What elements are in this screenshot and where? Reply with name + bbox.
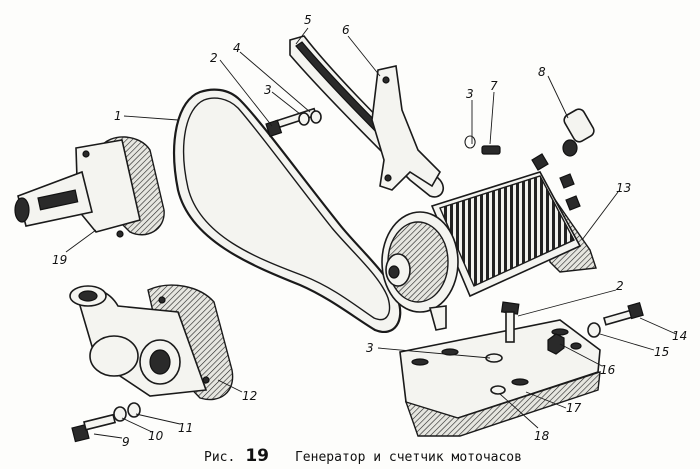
callout-16: 16	[600, 363, 616, 377]
callout-3-small: 3	[466, 87, 474, 101]
callout-10: 10	[148, 429, 164, 443]
bolt-bottom	[71, 413, 117, 443]
callout-14: 14	[672, 329, 687, 343]
bolt-lower	[500, 301, 520, 343]
callout-2-lower: 2	[616, 279, 624, 293]
callout-labels: 1 2 4 3 5 6 3 7 8 13 19 2 14 15 16 3 12 …	[52, 13, 687, 449]
washer-small	[464, 135, 476, 149]
callout-18: 18	[534, 429, 550, 443]
callout-8: 8	[538, 65, 546, 79]
callout-3-lower: 3	[366, 341, 374, 355]
washer-bottom	[127, 402, 141, 418]
callout-2-upper: 2	[210, 51, 218, 65]
callout-13: 13	[616, 181, 631, 195]
callout-7: 7	[490, 79, 498, 93]
figure-prefix: Рис.	[204, 450, 236, 465]
callout-19: 19	[52, 253, 67, 267]
callout-17: 17	[566, 401, 582, 415]
v-belt	[173, 88, 402, 333]
callout-3-upper: 3	[264, 83, 272, 97]
hour-meter-housing	[69, 284, 234, 401]
callout-12: 12	[242, 389, 257, 403]
figure-number: 19	[245, 446, 269, 466]
callout-4: 4	[233, 41, 241, 55]
bolt-right	[603, 301, 644, 326]
leader-lines	[65, 27, 677, 439]
nut	[547, 333, 565, 355]
mounting-bracket-upper	[371, 65, 441, 191]
hour-meter-drive	[14, 136, 165, 238]
figure-title: Генератор и счетчик моточасов	[294, 450, 522, 465]
bolt-small	[481, 145, 501, 155]
washer-upper	[298, 112, 310, 126]
callout-15: 15	[654, 345, 669, 359]
callout-1: 1	[114, 109, 122, 123]
generator	[381, 153, 597, 331]
spring-washer-bottom	[113, 406, 127, 422]
mounting-bracket-lower	[399, 319, 601, 437]
washer-slot	[490, 385, 506, 395]
figure-caption: Рис. 19 Генератор и счетчик моточасов	[204, 446, 522, 466]
callout-9: 9	[122, 435, 130, 449]
terminal-connector	[562, 108, 595, 157]
callout-5: 5	[304, 13, 312, 27]
callout-11: 11	[178, 421, 193, 435]
callout-6: 6	[342, 23, 350, 37]
spring-washer-upper	[310, 110, 322, 124]
washer-right	[587, 322, 601, 338]
